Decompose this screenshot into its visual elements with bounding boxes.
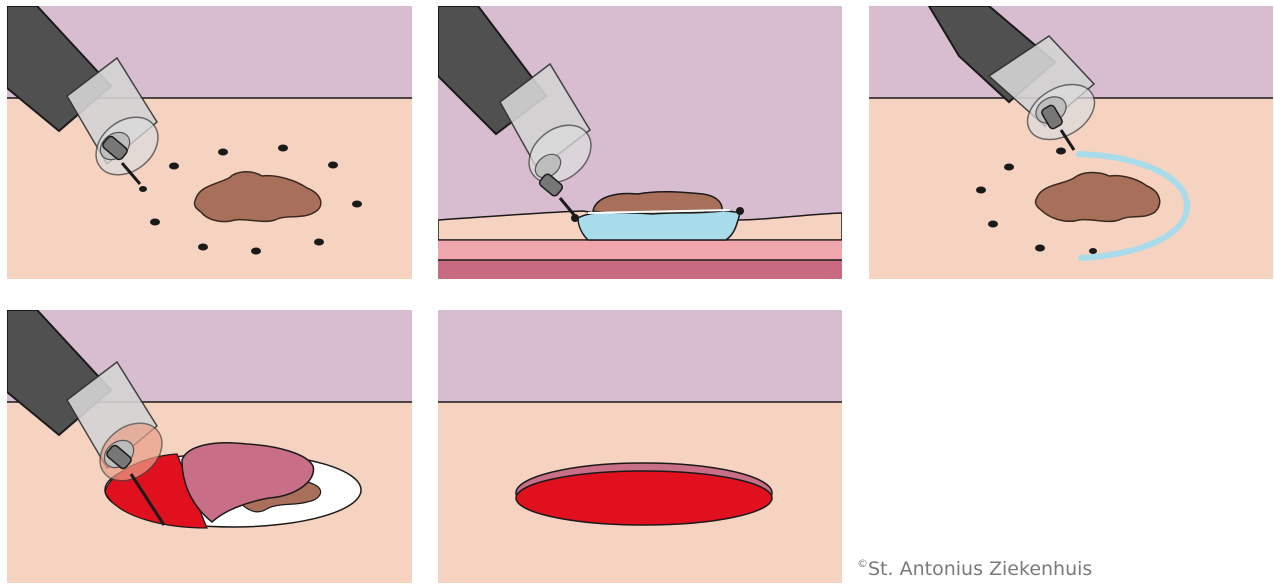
muscularis-layer xyxy=(438,260,842,279)
submucosa-layer xyxy=(438,240,842,260)
step-4-illustration xyxy=(7,310,412,583)
wound-icon xyxy=(516,463,772,525)
step-2-injection-panel xyxy=(438,6,842,279)
copyright-symbol: © xyxy=(857,557,868,570)
copyright-text: St. Antonius Ziekenhuis xyxy=(868,558,1092,580)
step-3-incision-panel xyxy=(869,6,1273,279)
step-5-result-panel xyxy=(438,310,842,583)
step-1-illustration xyxy=(7,6,412,279)
step-4-resection-panel xyxy=(7,310,412,583)
step-2-illustration xyxy=(438,6,842,279)
injection-cushion xyxy=(578,210,740,240)
marking-dot-right xyxy=(736,207,744,215)
step-3-illustration xyxy=(869,6,1273,279)
step-1-marking-panel xyxy=(7,6,412,279)
copyright-notice: ©St. Antonius Ziekenhuis xyxy=(857,560,1092,579)
lumen-background xyxy=(438,310,842,402)
step-5-illustration xyxy=(438,310,842,583)
